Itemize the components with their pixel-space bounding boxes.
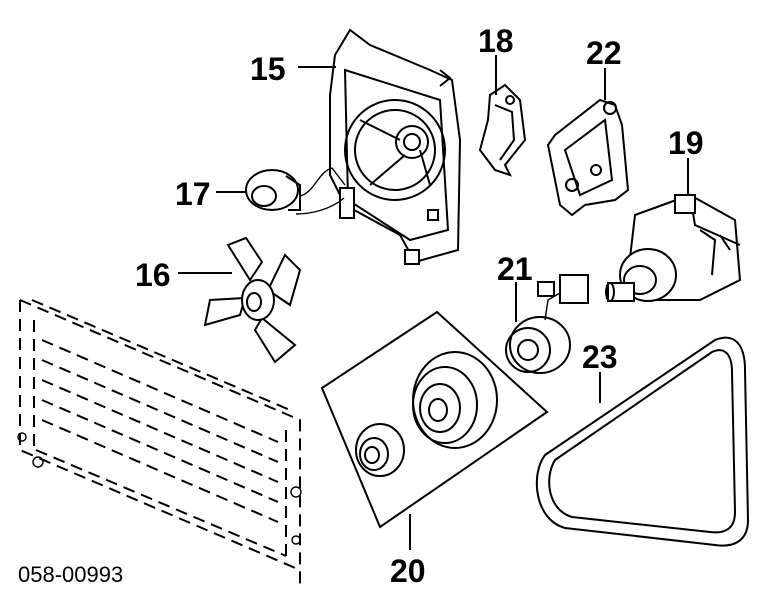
callout-21: 21: [497, 251, 533, 287]
callout-17: 17: [175, 176, 211, 212]
callout-15: 15: [250, 51, 286, 87]
bracket-22: [546, 98, 630, 217]
callout-16: 16: [135, 257, 171, 293]
fan-shroud: [329, 28, 462, 265]
callout-22: 22: [586, 35, 622, 71]
leader-lines: [178, 55, 689, 550]
callout-19: 19: [668, 125, 704, 161]
callout-20: 20: [390, 553, 426, 589]
compressor: [605, 193, 742, 302]
clutch-kit: [320, 310, 549, 529]
fan-motor: [245, 167, 346, 215]
drive-belt: [535, 336, 750, 547]
callout-18: 18: [478, 23, 514, 59]
field-coil: [505, 274, 589, 374]
radiator: [17, 299, 302, 585]
diagram-code: 058-00993: [18, 562, 123, 587]
bracket-18: [478, 83, 527, 177]
callout-23: 23: [582, 339, 618, 375]
fan-blade: [203, 236, 302, 364]
